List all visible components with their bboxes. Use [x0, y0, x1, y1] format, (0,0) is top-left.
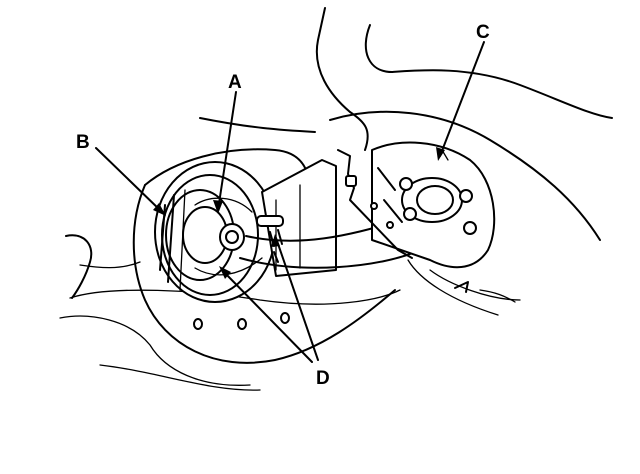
- leader-a: [217, 91, 237, 211]
- leader-d-1: [221, 269, 313, 363]
- arrowhead-d-1: [219, 266, 231, 279]
- body-panel-outline: [65, 7, 613, 305]
- leader-lines: [95, 41, 485, 363]
- arrowhead-c: [436, 147, 445, 161]
- label-a: A: [228, 72, 242, 93]
- mount-assembly: [154, 161, 276, 303]
- arrowhead-d-2: [271, 234, 280, 247]
- frame-hole: [237, 318, 247, 330]
- bracket-plate: [256, 159, 337, 277]
- label-b: B: [76, 132, 90, 153]
- leader-d-2: [275, 237, 319, 361]
- right-bracket: [337, 141, 521, 316]
- frame-hole: [280, 312, 290, 324]
- arrowhead-a: [213, 200, 223, 214]
- arrowheads: [153, 147, 445, 279]
- leader-b: [95, 147, 163, 213]
- label-d: D: [316, 368, 330, 389]
- leader-c: [439, 41, 485, 157]
- label-c: C: [476, 22, 490, 43]
- frame-hole: [193, 318, 203, 330]
- arrowhead-b: [153, 203, 166, 216]
- lower-frame: [59, 148, 396, 391]
